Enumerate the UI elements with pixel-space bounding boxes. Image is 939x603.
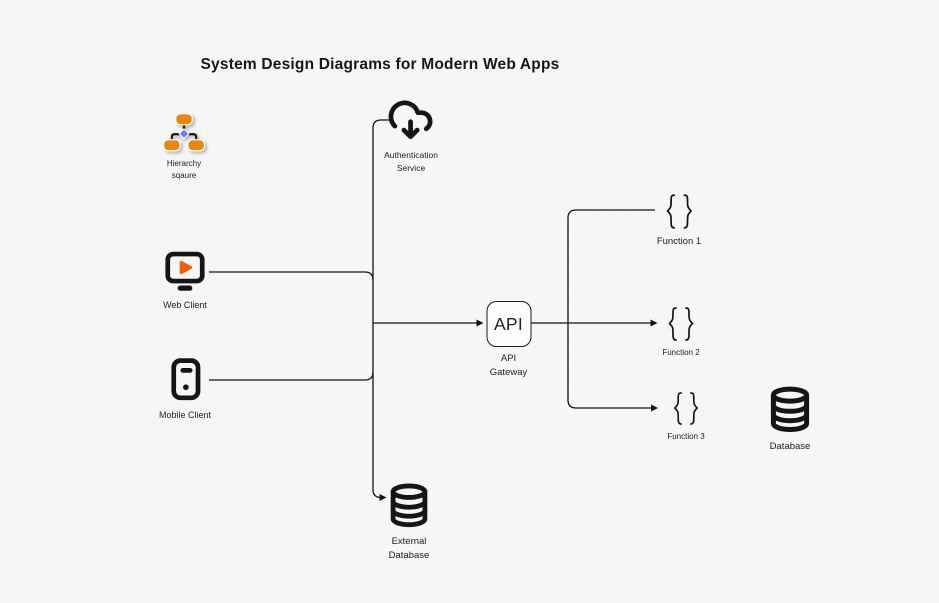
braces-icon xyxy=(666,194,692,229)
diagram-title: System Design Diagrams for Modern Web Ap… xyxy=(200,56,560,73)
database-icon xyxy=(770,386,810,432)
node-api-gateway: API API Gateway xyxy=(486,301,531,381)
edge-web-client xyxy=(209,271,374,281)
api-gateway-box: API xyxy=(486,301,531,347)
node-function-3: Function 3 xyxy=(667,391,706,443)
node-function-2: Function 2 xyxy=(661,306,701,359)
braces-icon xyxy=(668,307,694,341)
arrowhead-gateway xyxy=(476,319,484,327)
node-web-client: Web Client xyxy=(162,247,209,313)
node-authentication-service: Authentication Service xyxy=(384,97,438,175)
node-mobile-client: Mobile Client xyxy=(159,354,211,423)
edge-gateway-branch-fn1-fn3 xyxy=(567,209,655,409)
node-label-auth: Authentication Service xyxy=(384,150,438,173)
database-icon xyxy=(390,483,428,528)
node-database: Database xyxy=(766,384,814,454)
node-label-db: Database xyxy=(769,441,811,452)
braces-icon xyxy=(673,392,699,425)
node-label-hierarchy: Hierarchy sqaure xyxy=(166,159,202,180)
node-label-fn2: Function 2 xyxy=(662,348,700,357)
monitor-play-icon xyxy=(165,251,205,291)
node-function-1: Function 1 xyxy=(657,193,701,249)
node-label-fn3: Function 3 xyxy=(667,432,705,441)
arrowhead-external-db xyxy=(379,494,387,501)
hierarchy-icon xyxy=(162,113,206,152)
arrowhead-fn3 xyxy=(651,404,658,412)
edge-mobile-client xyxy=(209,371,374,381)
node-external-database: External Database xyxy=(386,481,432,564)
node-hierarchy-square: Hierarchy sqaure xyxy=(162,111,207,182)
cloud-download-icon xyxy=(389,100,433,140)
node-label-mobile: Mobile Client xyxy=(158,410,212,420)
arrowhead-fn2 xyxy=(650,319,658,327)
edge-trunk-auth-to-external-db xyxy=(372,119,389,499)
node-label-extdb: External Database xyxy=(388,536,430,562)
smartphone-icon xyxy=(170,358,200,401)
node-label-fn1: Function 1 xyxy=(656,236,702,247)
node-label-web: Web Client xyxy=(163,300,207,310)
node-label-gateway: API Gateway xyxy=(489,353,528,379)
